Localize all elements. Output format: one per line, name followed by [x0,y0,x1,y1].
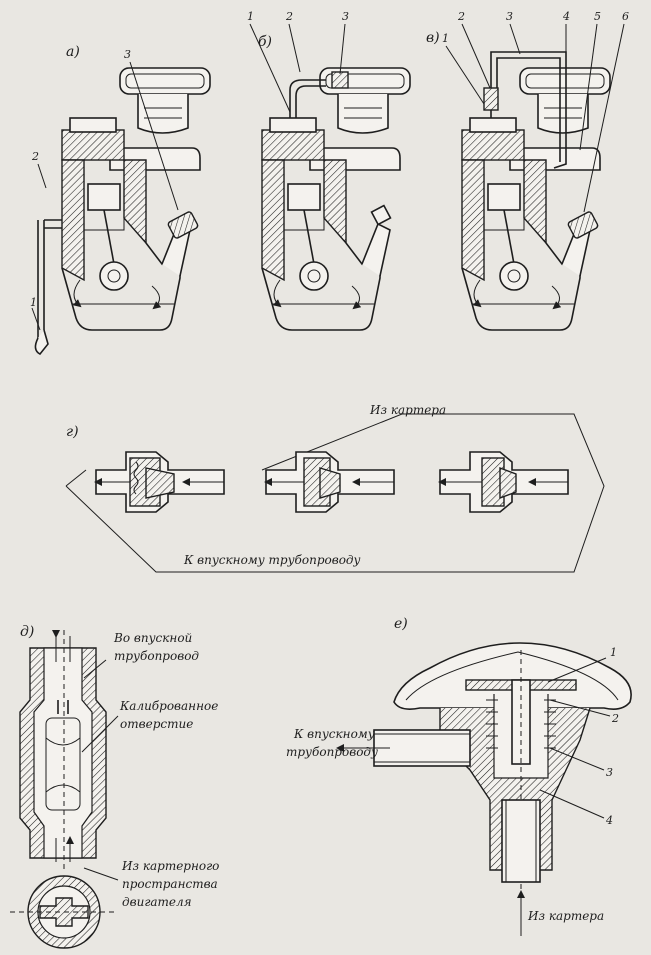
panel-b-callout-1: 1 [247,10,254,23]
panel-d-in-label-3: двигателя [122,895,192,909]
panel-a-letter: а) [66,44,80,60]
panel-v-callout-5: 5 [594,10,601,23]
panel-v-callout-2: 2 [457,10,465,23]
panel-g-from-label: Из картера [369,403,446,417]
panel-v-callout-6: 6 [622,10,629,23]
panel-d-diagram [10,630,119,949]
panel-e-out-label-2: трубопроводу [286,745,378,759]
panel-a-callout-1: 1 [30,296,37,309]
panel-e-callout-4: 4 [605,814,613,827]
panel-e-callout-1: 1 [610,646,617,659]
panel-v-callout-4: 4 [562,10,570,23]
panel-d-out-label-1: Во впускной [113,631,192,645]
panel-v-callout-3: 3 [506,10,513,23]
panel-v-callout-1: 1 [442,32,449,45]
panel-b-callout-3: 3 [342,10,349,23]
panel-a-diagram [34,68,210,356]
panel-g-to-label: К впускному трубопроводу [183,553,361,567]
panel-b-letter: б) [258,34,272,50]
panel-g-diagram [65,413,605,573]
panel-g-letter: г) [66,424,79,440]
panel-e-callout-3: 3 [606,766,613,779]
panel-e-letter: е) [394,616,408,632]
panel-b-callout-2: 2 [285,10,293,23]
panel-a-callout-3: 3 [124,48,131,61]
panel-d-orifice-label-2: отверстие [120,717,193,731]
panel-v-letter: в) [426,30,440,46]
panel-d-in-label-2: пространства [122,877,218,891]
panel-d-letter: д) [20,624,34,640]
panel-e-in-label: Из картера [527,909,604,923]
panel-a-callout-2: 2 [31,150,39,163]
panel-d-in-label-1: Из картерного [121,859,219,873]
panel-e-callout-2: 2 [611,712,619,725]
panel-d-orifice-label-1: Калиброванное [119,699,218,713]
panel-e-out-label-1: К впускному [293,727,375,741]
panel-e-diagram [336,642,632,936]
panel-b-diagram [262,68,410,330]
panel-d-out-label-2: трубопровод [114,649,199,663]
